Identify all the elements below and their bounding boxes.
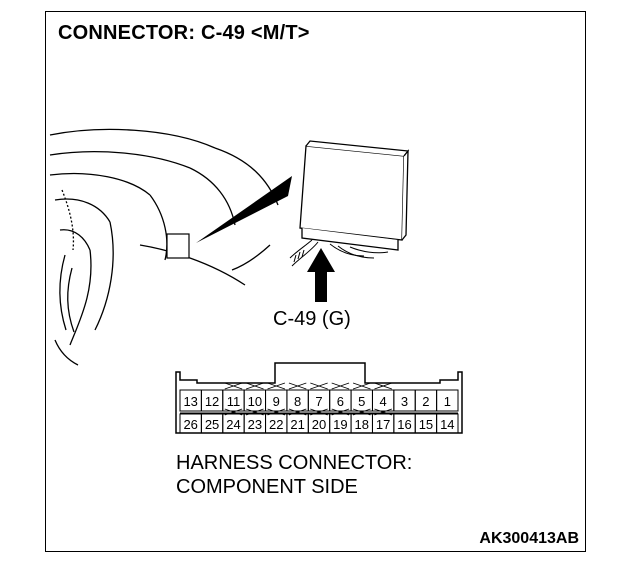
- pin-hatch-mark: [352, 382, 371, 390]
- pin-number: 7: [315, 394, 322, 409]
- pin-number: 22: [269, 417, 283, 432]
- pin-number: 1: [444, 394, 451, 409]
- pin-number: 4: [380, 394, 387, 409]
- pin-hatch-mark: [267, 382, 286, 390]
- pin-number: 11: [227, 394, 241, 409]
- pin-number: 8: [294, 394, 301, 409]
- pin-hatch-mark: [288, 382, 307, 390]
- reference-code: AK300413AB: [479, 530, 579, 547]
- pin-cell: [436, 413, 459, 434]
- pin-hatch-mark: [374, 408, 392, 416]
- pin-hatch-mark: [224, 408, 243, 416]
- pin-number: 17: [376, 417, 390, 432]
- pin-cell: [436, 389, 459, 412]
- pin-number: 13: [183, 394, 197, 409]
- pointer-arrow: [307, 248, 335, 302]
- pin-hatch-mark: [246, 408, 264, 416]
- pin-number: 18: [355, 417, 369, 432]
- diagram-frame: [45, 11, 586, 552]
- pin-hatch-mark: [331, 382, 350, 390]
- connector-callout-label: C-49 (G): [273, 308, 351, 330]
- pin-hatch-mark: [224, 382, 243, 390]
- pin-number: 6: [337, 394, 344, 409]
- pin-number: 20: [312, 417, 326, 432]
- pin-number: 9: [273, 394, 280, 409]
- pin-number: 25: [205, 417, 219, 432]
- pin-number: 16: [397, 417, 411, 432]
- pin-number: 15: [419, 417, 433, 432]
- diagram-title: CONNECTOR: C-49 <M/T>: [58, 22, 310, 44]
- ecu-module-illustration: [299, 140, 410, 251]
- pin-hatch-mark: [288, 408, 307, 416]
- pin-number: 23: [248, 417, 262, 432]
- caption-line-2: COMPONENT SIDE: [176, 476, 358, 498]
- pin-number: 5: [358, 394, 365, 409]
- pin-number: 3: [401, 394, 408, 409]
- pin-number: 21: [290, 417, 304, 432]
- pin-number: 26: [183, 417, 197, 432]
- pin-number: 10: [248, 394, 262, 409]
- pin-hatch-mark: [331, 408, 350, 416]
- pin-hatch-mark: [267, 408, 286, 416]
- pin-number: 2: [422, 394, 429, 409]
- dashboard-illustration: [49, 128, 279, 366]
- pin-hatch-mark: [374, 382, 392, 390]
- pin-number: 14: [440, 417, 454, 432]
- pin-number: 24: [226, 417, 240, 432]
- pin-number: 19: [333, 417, 347, 432]
- pin-hatch-mark: [310, 408, 328, 416]
- pin-hatch-mark: [246, 382, 264, 390]
- caption-line-1: HARNESS CONNECTOR:: [176, 452, 413, 474]
- pin-hatch-mark: [310, 382, 328, 390]
- harness-wires: [289, 239, 389, 267]
- pin-number: 12: [205, 394, 219, 409]
- location-marker: [166, 176, 292, 259]
- caption: HARNESS CONNECTOR: COMPONENT SIDE: [176, 451, 412, 499]
- pin-hatch-mark: [352, 408, 371, 416]
